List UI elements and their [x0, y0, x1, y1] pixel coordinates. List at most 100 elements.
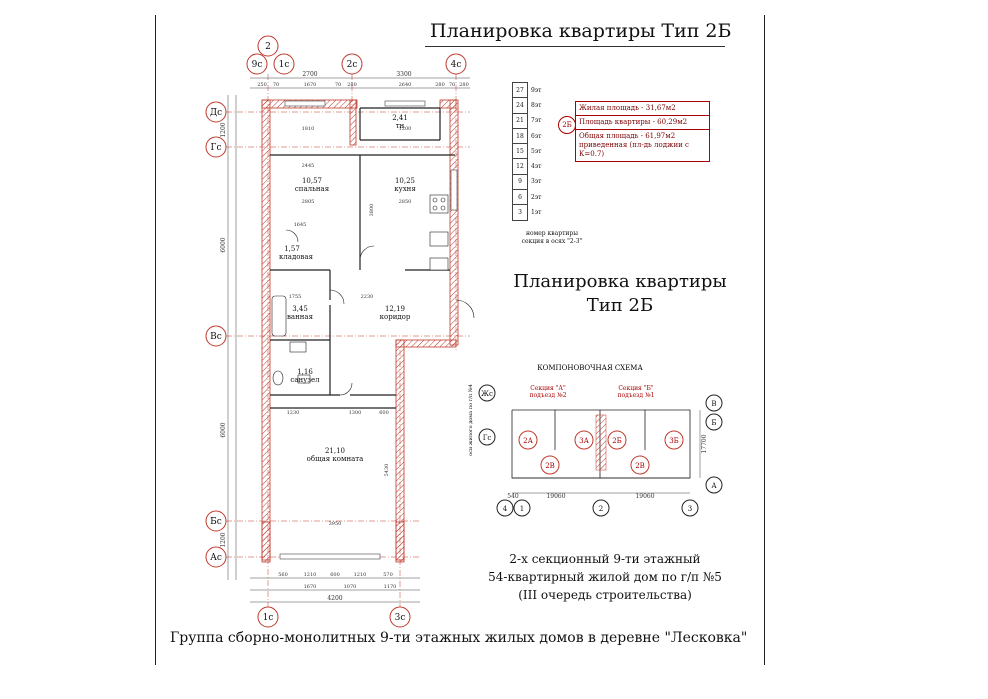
dimension-label: 1230 [287, 410, 300, 416]
dimension-label: 250 [257, 82, 267, 88]
dimension-label: 1210 [354, 572, 367, 578]
description-line-1: 2-х секционный 9-ти этажный [509, 552, 701, 566]
bathroom-fixtures [271, 295, 311, 386]
axis-circle [513, 499, 531, 517]
flat-number: 3 [512, 204, 528, 221]
scheme-title: КОМПОНОВОЧНАЯ СХЕМА [537, 364, 643, 372]
dimension-label: 570 [383, 572, 393, 578]
scheme-dimension: 17700 [701, 434, 708, 453]
room-name: кладовая [279, 253, 314, 261]
axis-label: 4 [503, 505, 508, 513]
axis-circle [496, 499, 514, 517]
flat-marker [607, 430, 627, 450]
hatched-section [595, 414, 607, 471]
layout-scheme: КОМПОНОВОЧНАЯ СХЕМА Секция "А" подъезд №… [468, 364, 723, 517]
axis-label: Гс [211, 143, 222, 153]
dimension-label: 2445 [302, 163, 315, 169]
scheme-dimension: 19060 [635, 493, 654, 500]
dimension-label: 3950 [329, 521, 342, 527]
axis-label: А [711, 482, 717, 490]
dimension-label: 1200 [220, 532, 227, 547]
interior-partitions [270, 107, 455, 409]
top-detail-dimensions: 250 70 1670 70 280 2640 280 70 280 [257, 82, 469, 88]
section-b-entrance: подъезд №1 [617, 392, 654, 399]
room-area: 21,10 [325, 447, 345, 455]
flat-label: 2В [635, 462, 645, 470]
dimension-lines [227, 77, 470, 603]
floor-label: 3эт [531, 178, 542, 186]
inner-dimensions: 1810 1200 2445 2805 2850 1645 1755 2230 … [287, 126, 412, 527]
floor-label: 6эт [531, 132, 542, 140]
flat-marker [540, 455, 560, 475]
floor-label: 1эт [531, 209, 542, 217]
axis-label: 3 [688, 505, 692, 513]
kitchen-fixtures [429, 194, 449, 271]
dimension-label: 1070 [344, 584, 357, 590]
scheme-vertical-note: оси жилого дома по г/п №4 [468, 384, 474, 456]
axis-label: В [711, 400, 716, 408]
area-info-box: Жилая площадь - 31,67м2 Площадь квартиры… [575, 101, 710, 162]
dimension-label: 70 [449, 82, 455, 88]
axis-circle [246, 53, 268, 75]
axis-circle [273, 53, 295, 75]
dimension-label: 280 [347, 82, 357, 88]
floor-label: 8эт [531, 101, 542, 109]
axis-label: 2 [265, 42, 271, 52]
dimension-label: 5430 [384, 464, 390, 477]
floor-label: 2эт [531, 193, 542, 201]
room-area: 10,25 [395, 177, 415, 185]
axis-label: 1с [263, 613, 274, 623]
section-a-label: Секция "А" [530, 385, 566, 392]
dimension-label: 6000 [220, 237, 227, 252]
axis-label: Вс [210, 332, 222, 342]
dimension-label: 600 [330, 572, 340, 578]
dimension-label: 3800 [369, 204, 375, 217]
dimension-label: 1200 [399, 126, 412, 132]
flat-marker [518, 430, 538, 450]
dimension-label: 2640 [399, 82, 412, 88]
room-area: 2,41 [392, 114, 408, 122]
dimension-label: 1170 [384, 584, 397, 590]
total-area: Общая площадь - 61,97м2 приведенная (пл-… [579, 132, 689, 158]
title-underline [425, 46, 725, 47]
dimension-label: 1210 [304, 572, 317, 578]
room-name: спальная [295, 185, 330, 193]
flat-marker [664, 430, 684, 450]
room-labels: 2,41 тн 10,57 спальная 10,25 кухня 1,57 … [279, 114, 416, 463]
floor-label: 9эт [531, 86, 542, 94]
dimension-label: 1670 [304, 584, 317, 590]
flat-label: 2А [523, 437, 533, 445]
room-area: 1,16 [297, 368, 313, 376]
axis-label: 3с [395, 613, 406, 623]
axis-label: Бс [210, 517, 222, 527]
dimension-label: 1645 [294, 222, 307, 228]
doors [285, 229, 475, 396]
footer-caption: Группа сборно-монолитных 9-ти этажных жи… [170, 630, 748, 646]
section-b-label: Секция "Б" [618, 385, 654, 392]
axis-label: Б [711, 419, 716, 427]
sheet-title: Планировка квартиры Тип 2Б [430, 20, 732, 42]
flat-label: 3А [579, 437, 589, 445]
floor-label: 4эт [531, 163, 542, 171]
axis-markers-top [246, 35, 467, 75]
dimension-label: 4200 [327, 595, 342, 602]
sheet-frame [155, 15, 765, 665]
room-name: ванная [287, 313, 314, 321]
dimension-label: 2850 [399, 199, 412, 205]
flat-number: 12 [512, 158, 528, 175]
floor-note-line-2: секция в осях "2-3" [521, 238, 583, 245]
scheme-dimension: 19060 [546, 493, 565, 500]
room-name: общая комната [307, 455, 364, 463]
axis-label: Ас [210, 553, 222, 563]
dimension-label: 1755 [289, 294, 302, 300]
axis-circle [478, 384, 496, 402]
axis-label: 2 [599, 505, 603, 513]
dimension-label: 2805 [302, 199, 315, 205]
dimension-label: 70 [335, 82, 341, 88]
